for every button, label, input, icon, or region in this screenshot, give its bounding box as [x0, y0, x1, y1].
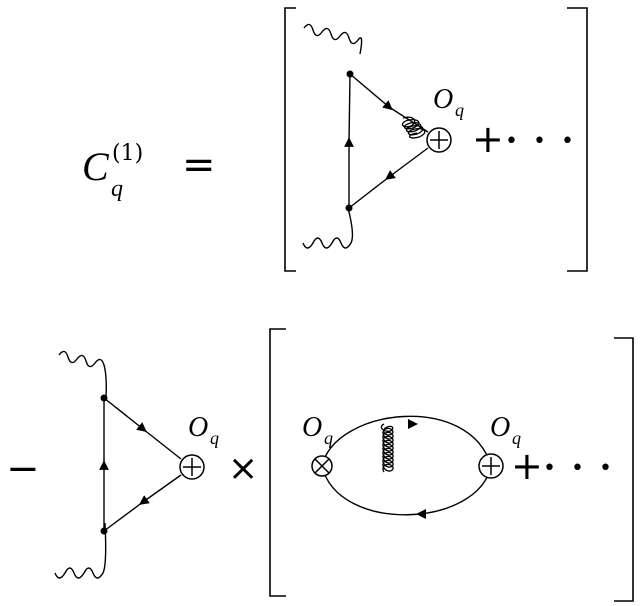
bubble-diagram: O q O q: [302, 412, 521, 519]
fermion-loop-lower: [321, 465, 492, 516]
fermion-line-top-first-lower: [103, 397, 147, 433]
bottom-bracket-left: [269, 328, 286, 597]
fermion-line-bottom-first: [385, 147, 429, 180]
bottom-plus-sign: +: [511, 444, 543, 488]
operator-label-bubble-left: O: [302, 412, 322, 443]
top-bracket-left: [284, 7, 296, 272]
fermion-loop-upper: [321, 415, 492, 467]
photon-line-bottom: [302, 207, 354, 249]
minus-sign: −: [6, 446, 40, 492]
operator-subscript-left-lower: q: [210, 428, 219, 448]
lhs-coefficient: C q (1): [82, 141, 143, 202]
fermion-line-left-upper: [348, 73, 351, 143]
fermion-line-top-first: [349, 73, 393, 111]
operator-subscript-bubble-right: q: [512, 428, 521, 448]
fermion-arrow-upper: [408, 419, 418, 429]
photon-line-top: [303, 23, 363, 55]
fermion-line-bottom-first-lower: [139, 474, 182, 505]
gluon-line-top: [401, 116, 426, 139]
photon-line-top-lower: [58, 350, 107, 399]
operator-times-diagonal-b: [314, 458, 330, 474]
bottom-ellipsis: • • •: [543, 456, 616, 481]
equals-sign: =: [182, 142, 216, 188]
fermion-line-bottom-second: [348, 176, 390, 209]
gluon-line-bubble: [380, 423, 394, 473]
lhs-symbol: C: [82, 144, 110, 189]
bottom-vertex-diagram: O q: [54, 350, 219, 579]
top-ellipsis: • • •: [505, 129, 578, 154]
fermion-arrow-lower: [416, 509, 426, 519]
times-sign: ×: [228, 448, 258, 489]
lhs-superscript: (1): [112, 141, 143, 166]
operator-label-bubble-right: O: [490, 412, 510, 443]
fermion-line-top-second-lower: [142, 428, 182, 460]
operator-subscript-top: q: [455, 100, 464, 120]
operator-subscript-bubble-left: q: [324, 428, 333, 448]
photon-line-bottom-lower: [54, 522, 107, 579]
top-bracket-right: [567, 7, 588, 272]
top-vertex-diagram: O q: [302, 23, 464, 249]
operator-label-top: O: [433, 84, 453, 115]
operator-label-left-lower: O: [188, 412, 208, 443]
top-plus-sign: +: [472, 117, 504, 161]
lhs-subscript: q: [111, 176, 123, 202]
bottom-bracket-right: [614, 337, 634, 602]
fermion-line-bottom-second-lower: [103, 501, 144, 532]
